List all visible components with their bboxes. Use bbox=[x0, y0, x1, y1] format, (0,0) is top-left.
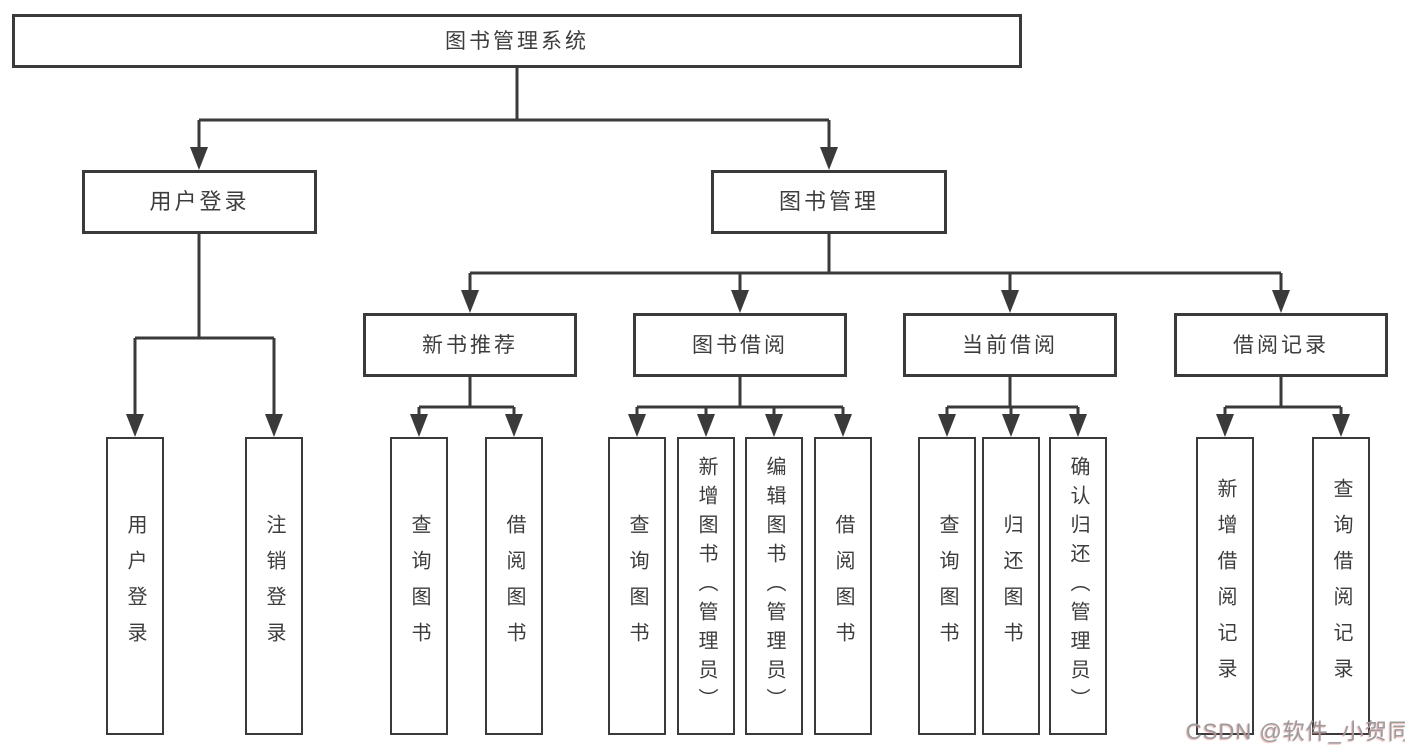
leaf-label: 查询图书 bbox=[408, 514, 430, 658]
leaf-label: 注销登录 bbox=[263, 514, 285, 658]
leaf-label: 确认归还（管理员） bbox=[1067, 455, 1089, 717]
leaf-edit-book-admin: 编辑图书（管理员） bbox=[745, 437, 803, 735]
leaf-add-borrow-record: 新增借阅记录 bbox=[1196, 437, 1254, 735]
leaf-label: 查询借阅记录 bbox=[1330, 478, 1352, 694]
leaf-query-borrow-record: 查询借阅记录 bbox=[1312, 437, 1370, 735]
leaf-label: 编辑图书（管理员） bbox=[763, 455, 785, 717]
leaf-label: 查询图书 bbox=[626, 514, 648, 658]
node-user-login: 用户登录 bbox=[82, 170, 317, 234]
watermark: CSDN @软件_小贺同学 bbox=[1186, 719, 1405, 744]
node-library-management-system: 图书管理系统 bbox=[12, 14, 1022, 68]
leaf-user-login: 用户登录 bbox=[106, 437, 164, 735]
leaf-label: 用户登录 bbox=[124, 514, 146, 658]
leaf-query-books-borrow: 查询图书 bbox=[608, 437, 666, 735]
node-new-book-recommend: 新书推荐 bbox=[363, 313, 577, 377]
leaf-query-books-current: 查询图书 bbox=[918, 437, 976, 735]
leaf-query-books-recommend: 查询图书 bbox=[390, 437, 448, 735]
node-book-management: 图书管理 bbox=[711, 170, 947, 234]
leaf-logout: 注销登录 bbox=[245, 437, 303, 735]
leaf-return-books: 归还图书 bbox=[982, 437, 1040, 735]
leaf-borrow-books: 借阅图书 bbox=[814, 437, 872, 735]
leaf-label: 借阅图书 bbox=[832, 514, 854, 658]
leaf-confirm-return-admin: 确认归还（管理员） bbox=[1049, 437, 1107, 735]
node-current-borrow: 当前借阅 bbox=[903, 313, 1117, 377]
node-borrow-records: 借阅记录 bbox=[1174, 313, 1388, 377]
leaf-borrow-books-recommend: 借阅图书 bbox=[485, 437, 543, 735]
leaf-label: 归还图书 bbox=[1000, 514, 1022, 658]
node-book-borrow: 图书借阅 bbox=[633, 313, 847, 377]
leaf-label: 查询图书 bbox=[936, 514, 958, 658]
leaf-label: 新增图书（管理员） bbox=[695, 455, 717, 717]
leaf-label: 新增借阅记录 bbox=[1214, 478, 1236, 694]
leaf-add-book-admin: 新增图书（管理员） bbox=[677, 437, 735, 735]
leaf-label: 借阅图书 bbox=[503, 514, 525, 658]
